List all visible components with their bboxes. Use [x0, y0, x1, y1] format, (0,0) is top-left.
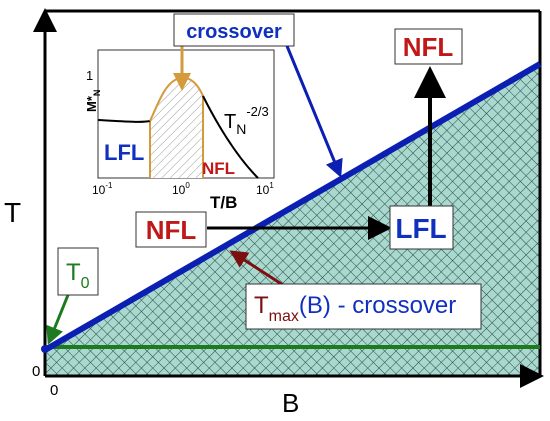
inset-curve-right [202, 95, 259, 179]
origin-y-label: 0 [32, 363, 40, 380]
t-axis-label: T [4, 197, 21, 228]
lfl-right-label: LFL [395, 213, 446, 244]
inset-tn-label: TN-2/3 [224, 104, 269, 137]
inset-x-tick: 10-1 [92, 181, 113, 197]
inset-crossover-band [150, 77, 203, 178]
nfl-top-label: NFL [403, 32, 454, 62]
inset-lfl: LFL [104, 140, 144, 165]
arrow-crossover-to-line [285, 45, 343, 178]
inset-x-tick: 101 [256, 181, 274, 197]
tmax-box [245, 283, 482, 330]
inset-nfl: NFL [202, 159, 235, 178]
origin-x-label: 0 [50, 382, 58, 399]
nfl-left-label: NFL [146, 215, 197, 245]
crossover-box [173, 13, 295, 47]
t0-label: T0 [66, 259, 90, 292]
nfl-top-box [394, 28, 463, 65]
tmax-label: Tmax(B) - crossover [254, 292, 456, 325]
inset-x-tick: 100 [172, 181, 190, 197]
b-axis-label: B [282, 388, 299, 418]
crossover-label: crossover [186, 21, 282, 43]
nfl-left-box [135, 211, 207, 248]
arrow-tmax [229, 250, 284, 287]
inset-curve-left [97, 119, 151, 123]
inset-y-label: M*N [84, 90, 102, 112]
arrow-t0 [46, 294, 70, 345]
t0-box [57, 247, 99, 296]
inset: crossover M*N 1 LFL NFL TN-2/3 10-1 100 … [84, 13, 343, 212]
origin-dot [41, 345, 49, 353]
inset-y-tick-1: 1 [86, 68, 93, 83]
lfl-right-box [389, 205, 454, 250]
inset-x-label: T/B [210, 193, 237, 212]
crossover-line [43, 61, 542, 353]
